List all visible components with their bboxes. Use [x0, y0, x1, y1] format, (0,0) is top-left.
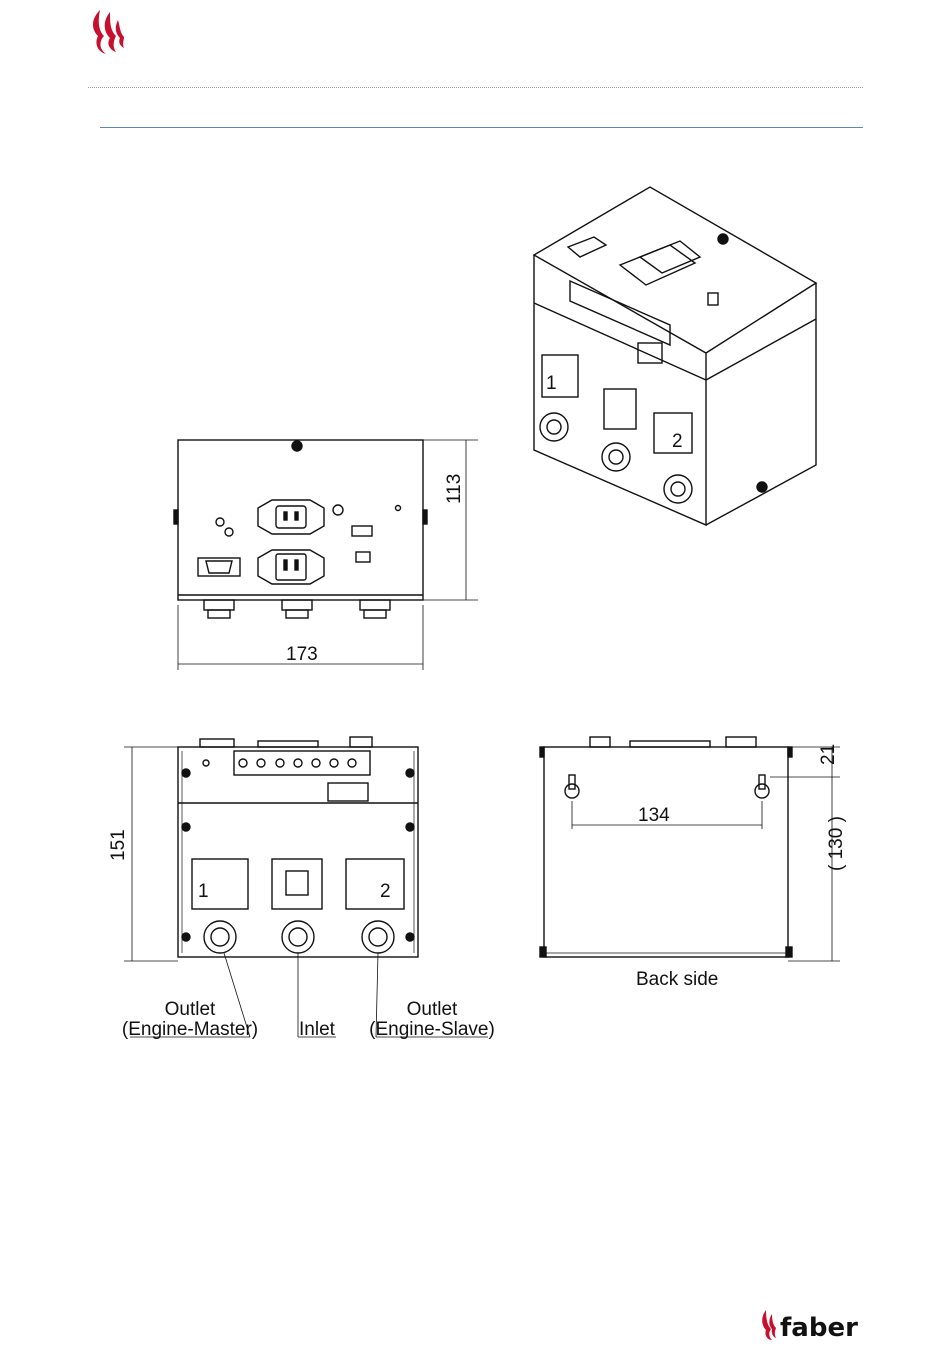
back-view-drawing: 134 21 ( 130 ) Back side: [530, 725, 850, 995]
ports-view-drawing: 151 1 2 Outlet (Engine-Master) Inlet Out…: [100, 725, 500, 1045]
outlet-slave-label-1: Outlet: [407, 999, 458, 1020]
front-view-drawing: 113 173: [160, 430, 490, 680]
outlet-master-label-1: Outlet: [165, 999, 216, 1020]
back-height-dim: ( 130 ): [826, 816, 847, 871]
footer-flame-icon: [762, 1310, 776, 1340]
faber-brand-logo: faber: [760, 1306, 870, 1342]
iso-port-right-label: 2: [672, 431, 683, 452]
back-side-caption: Back side: [636, 969, 718, 990]
front-width-dim: 173: [286, 644, 318, 665]
back-top-dim: 21: [818, 744, 839, 765]
port-right-label: 2: [380, 881, 391, 902]
header-rule-dotted: [88, 87, 863, 88]
footer-brand-name: faber: [780, 1313, 858, 1342]
ports-height-dim: 151: [108, 829, 129, 861]
back-spacing-dim: 134: [638, 805, 670, 826]
outlet-master-label-2: (Engine-Master): [122, 1019, 258, 1040]
inlet-label: Inlet: [299, 1019, 336, 1040]
iso-port-left-label: 1: [546, 373, 557, 394]
port-left-label: 1: [198, 881, 209, 902]
front-height-dim: 113: [444, 474, 465, 504]
isometric-view-drawing: 1 2: [520, 185, 830, 530]
header-rule-blue: [100, 127, 863, 128]
outlet-slave-label-2: (Engine-Slave): [369, 1019, 495, 1040]
flame-logo-icon: [86, 6, 130, 56]
